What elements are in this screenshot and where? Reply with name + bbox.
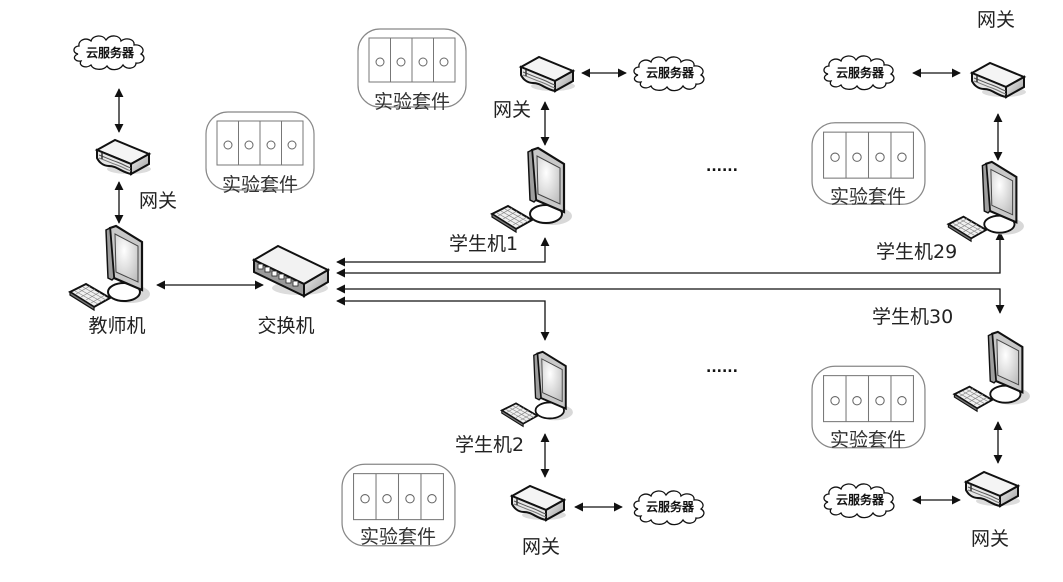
- switch-group: 交换机: [253, 245, 329, 337]
- teacher-group: 云服务器 网关 教师机 实验套件: [68, 35, 315, 337]
- teacher-label: 教师机: [88, 315, 145, 337]
- student-2-kit-label: 实验套件: [360, 526, 436, 548]
- student-2-label: 学生机2: [455, 434, 524, 456]
- student-29-cloud-label: 云服务器: [836, 65, 885, 80]
- student-30-label: 学生机30: [872, 306, 953, 328]
- switch-bus: [336, 231, 1005, 341]
- student-1-kit: 实验套件: [357, 28, 467, 113]
- student-29-gateway-icon: [970, 61, 1028, 99]
- student-30-computer-icon: [953, 330, 1032, 413]
- student-2-gateway-label: 网关: [522, 536, 560, 558]
- ellipsis-bottom: ......: [706, 360, 738, 376]
- student-1-computer-icon: [490, 146, 574, 234]
- link-student-30: [336, 284, 1005, 314]
- student-2-computer-icon: [500, 350, 574, 428]
- teacher-cloud-label: 云服务器: [86, 45, 135, 60]
- teacher-computer-icon: [68, 224, 152, 312]
- student-29-kit-label: 实验套件: [830, 186, 906, 208]
- student-30-kit-label: 实验套件: [830, 429, 906, 451]
- student-30-group: 学生机30 实验套件 网关 云服务器: [811, 306, 1032, 550]
- student-29-gateway-label: 网关: [977, 9, 1015, 31]
- teacher-kit: 实验套件: [205, 111, 315, 196]
- switch-icon: [253, 245, 329, 297]
- student-29-kit: 实验套件: [811, 122, 926, 208]
- student-30-gateway-label: 网关: [971, 528, 1009, 550]
- link-student-2: [336, 296, 550, 341]
- student-29-computer-icon: [947, 160, 1026, 243]
- student-1-gateway-label: 网关: [493, 99, 531, 121]
- student-1-cloud-label: 云服务器: [646, 65, 695, 80]
- student-2-cloud-label: 云服务器: [646, 499, 695, 514]
- teacher-gateway-label: 网关: [139, 190, 177, 212]
- ellipsis-top: ......: [706, 159, 738, 175]
- student-1-kit-label: 实验套件: [374, 91, 450, 113]
- teacher-cloud-server: 云服务器: [73, 35, 145, 71]
- student-2-kit: 实验套件: [341, 463, 456, 548]
- student-30-kit: 实验套件: [811, 365, 926, 451]
- student-2-gateway-icon: [510, 484, 568, 522]
- student-29-label: 学生机29: [876, 241, 957, 263]
- switch-label: 交换机: [257, 315, 314, 337]
- student-29-group: 网关 云服务器 实验套件 学生机29: [811, 9, 1028, 263]
- link-student-29: [336, 231, 1005, 278]
- student-1-gateway-icon: [519, 55, 577, 93]
- teacher-kit-label: 实验套件: [222, 174, 298, 196]
- student-1-group: 实验套件 网关 云服务器 学生机1: [357, 28, 705, 255]
- student-30-gateway-icon: [964, 470, 1022, 508]
- teacher-gateway-icon: [95, 138, 153, 176]
- student-30-cloud-label: 云服务器: [836, 492, 885, 507]
- student-2-group: 学生机2 网关 云服务器 实验套件: [341, 350, 705, 558]
- student-1-label: 学生机1: [449, 233, 518, 255]
